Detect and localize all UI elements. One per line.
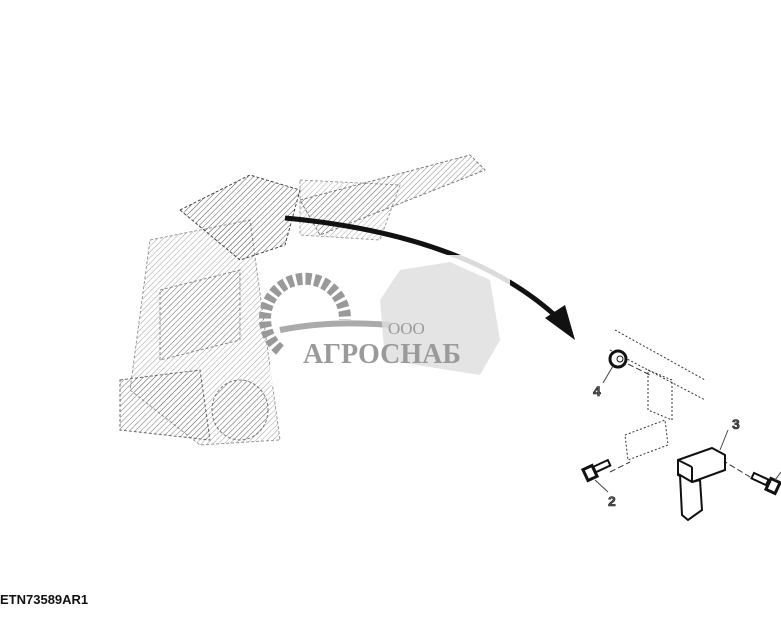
watermark-brand: АГРОСНАБ [303, 339, 461, 370]
bolt-icon [750, 471, 781, 496]
callout-leaders [594, 365, 781, 493]
figure-id-label: ETN73589AR1 [0, 592, 89, 607]
watermark-prefix: ООО [388, 319, 425, 338]
location-arrow [284, 215, 575, 340]
callout-2: 2 [608, 493, 616, 509]
watermark-logo: ООО АГРОСНАБ [259, 255, 510, 385]
sensor-icon [677, 446, 726, 522]
nut-icon [608, 349, 628, 369]
combine-harvester-illustration [119, 154, 486, 446]
callout-4: 4 [593, 383, 601, 399]
bolt-icon [580, 458, 612, 483]
callout-3: 3 [732, 416, 740, 432]
